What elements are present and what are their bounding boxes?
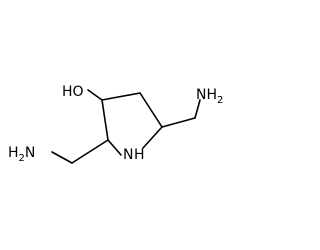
amine-left-label: H2N (8, 145, 35, 164)
bond-c2-c3 (101, 99, 109, 141)
bond-ch2-nh2-left (51, 151, 73, 164)
bond-ch2-nh2-right (194, 99, 201, 119)
structure-diagram: HO H2N NH2 N H (8, 84, 223, 164)
ring-hydrogen-label: H (134, 147, 145, 163)
amine-right-subscript: 2 (217, 95, 223, 106)
bond-c4-c5 (139, 92, 163, 128)
hydroxyl-label: HO (62, 84, 84, 100)
amine-left-h: H (8, 145, 19, 161)
bond-c5-n1 (142, 126, 163, 149)
bond-c3-c4 (101, 92, 141, 101)
amine-left-n: N (25, 145, 35, 161)
amine-left-subscript: 2 (19, 153, 25, 164)
ring-nitrogen-label: N (123, 147, 133, 163)
bond-n1-c2 (107, 139, 122, 156)
bond-c3-oh (87, 89, 103, 101)
amine-right-label: NH2 (196, 87, 223, 106)
bond-c2-ch2 (71, 139, 109, 164)
molecule-canvas: HO H2N NH2 N H (8, 84, 224, 164)
amine-right-nh: NH (196, 87, 217, 103)
bond-c5-ch2 (161, 117, 196, 128)
